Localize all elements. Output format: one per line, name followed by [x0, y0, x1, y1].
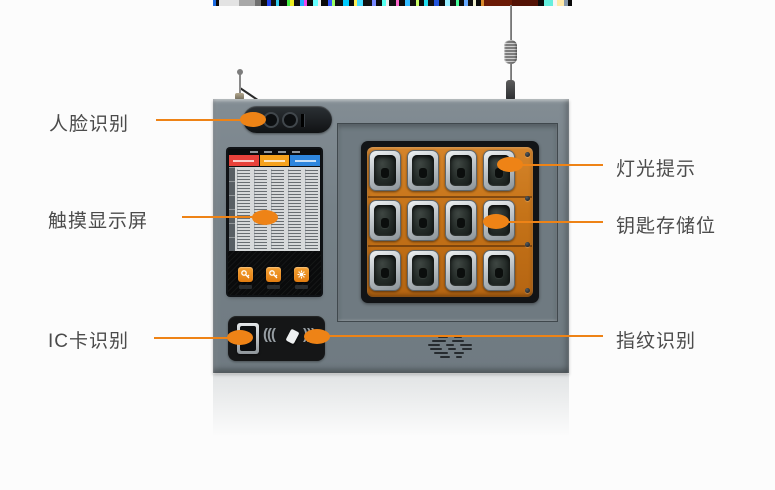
small-antenna-rod	[239, 73, 241, 97]
settings-button[interactable]	[294, 267, 309, 282]
screen-tab-orange[interactable]	[259, 155, 290, 166]
keyhole-icon	[419, 168, 427, 179]
key-return-button[interactable]	[266, 267, 281, 282]
table-column	[271, 169, 284, 249]
button-label-pill	[295, 285, 308, 289]
callout-label-key-slot: 钥匙存储位	[616, 216, 717, 237]
antenna-base	[506, 80, 515, 100]
key-slot[interactable]	[445, 250, 477, 291]
screen-tab-headers[interactable]	[229, 155, 321, 166]
key-slot-window	[412, 205, 434, 236]
key-slot-window	[374, 255, 396, 286]
keyhole-icon	[457, 218, 465, 229]
key-out-button[interactable]	[238, 267, 253, 282]
key-slot-window	[374, 155, 396, 186]
keyhole-icon	[495, 168, 503, 179]
antenna-coil	[504, 40, 517, 64]
callout-line	[327, 335, 603, 337]
keyhole-icon	[381, 168, 389, 179]
keyhole-icon	[381, 268, 389, 279]
button-label-pill	[267, 285, 280, 289]
panel-divider	[368, 196, 532, 198]
device-reflection	[213, 374, 569, 458]
small-antenna-tip	[237, 69, 243, 75]
callout-label-ic-card: IC卡识别	[48, 331, 130, 352]
keyhole-icon	[457, 268, 465, 279]
keyhole-icon	[419, 218, 427, 229]
key-slot-window	[412, 155, 434, 186]
callout-dot	[252, 210, 278, 225]
screen-statusbar	[228, 149, 321, 155]
key-slot[interactable]	[369, 150, 401, 191]
glitch-pixel-strip	[213, 0, 572, 6]
key-slot[interactable]	[369, 250, 401, 291]
key-slot-window	[450, 205, 472, 236]
touch-display[interactable]	[228, 149, 321, 295]
key-slot-window	[488, 255, 510, 286]
callout-dot	[497, 157, 523, 172]
screw-icon	[525, 196, 530, 201]
callout-line	[154, 337, 240, 339]
screen-data-table	[229, 167, 320, 251]
screw-icon	[525, 242, 530, 247]
screen-toolbar	[228, 251, 321, 295]
speaker-grille-icon	[428, 336, 472, 358]
screen-tab-red[interactable]	[229, 155, 259, 166]
key-slot[interactable]	[445, 200, 477, 241]
keyhole-icon	[457, 168, 465, 179]
panel-divider	[368, 245, 532, 247]
callout-line	[518, 164, 603, 166]
key-slot[interactable]	[407, 150, 439, 191]
key-slot[interactable]	[445, 150, 477, 191]
screen-table-gutter	[229, 167, 235, 251]
callout-line	[505, 221, 603, 223]
gear-icon	[297, 270, 306, 279]
callout-dot	[304, 329, 330, 344]
table-column	[305, 169, 318, 249]
keyhole-icon	[419, 268, 427, 279]
callout-label-touch-screen: 触摸显示屏	[48, 211, 149, 232]
screen-table-columns	[237, 169, 318, 249]
key-slot[interactable]	[407, 250, 439, 291]
callout-dot	[240, 112, 266, 127]
keyhole-icon	[495, 268, 503, 279]
callout-dot	[227, 330, 253, 345]
contactless-waves-icon: (((	[263, 326, 276, 343]
callout-label-fingerprint: 指纹识别	[616, 331, 697, 352]
callout-label-light-indicator: 灯光提示	[616, 159, 697, 180]
screw-icon	[525, 152, 530, 157]
screen-tab-blue[interactable]	[290, 155, 321, 166]
table-column	[237, 169, 250, 249]
key-slot[interactable]	[407, 200, 439, 241]
key-slot-window	[450, 155, 472, 186]
key-slot[interactable]	[483, 250, 515, 291]
callout-dot	[483, 214, 509, 229]
camera-lens-icon	[282, 112, 298, 128]
table-column	[254, 169, 267, 249]
button-label-pill	[239, 285, 252, 289]
table-column	[288, 169, 301, 249]
key-slot[interactable]	[369, 200, 401, 241]
key-icon	[241, 270, 250, 279]
key-icon	[269, 270, 278, 279]
small-antenna-base	[235, 93, 244, 100]
screw-icon	[525, 288, 530, 293]
key-slot-window	[412, 255, 434, 286]
key-slot-window	[450, 255, 472, 286]
camera-sensor-slot	[301, 114, 305, 127]
callout-line	[182, 216, 265, 218]
keyhole-icon	[381, 218, 389, 229]
key-slot-window	[374, 205, 396, 236]
callout-label-face-recognition: 人脸识别	[49, 114, 130, 135]
key-slot-grid	[369, 150, 515, 291]
callout-line	[156, 119, 253, 121]
